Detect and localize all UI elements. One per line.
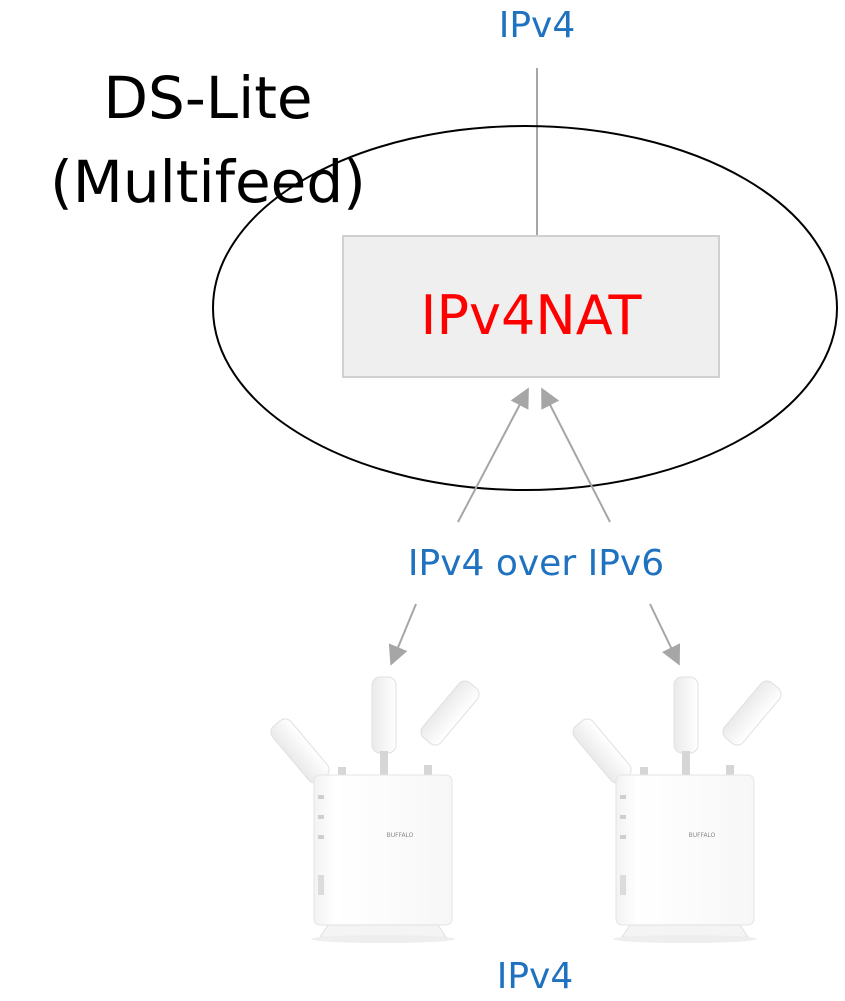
router-left-body xyxy=(313,774,453,926)
arrow-to-router-right xyxy=(649,603,681,666)
arrow-right-to-nat xyxy=(541,387,611,523)
router-left-antenna-middle xyxy=(371,676,397,777)
ipv4-top-label: IPv4 xyxy=(499,5,576,46)
arrow-left-to-nat xyxy=(457,387,529,523)
router-right-body xyxy=(615,774,755,926)
ipv4-over-ipv6-label: IPv4 over IPv6 xyxy=(408,543,664,584)
router-left: BUFFALO xyxy=(270,676,480,943)
router-right-brand: BUFFALO xyxy=(689,832,716,839)
router-right: BUFFALO xyxy=(572,676,782,943)
title-line-1: DS-Lite xyxy=(103,64,312,132)
router-right-antenna-right xyxy=(722,680,782,779)
router-right-antenna-middle xyxy=(673,676,699,777)
router-left-antenna-right xyxy=(420,680,480,779)
ipv4nat-box xyxy=(342,235,720,378)
arrow-to-router-left xyxy=(388,603,417,666)
router-right-stand xyxy=(621,924,749,938)
ipv4-bottom-label: IPv4 xyxy=(497,956,574,997)
provider-network-ellipse xyxy=(212,125,838,491)
router-left-stand xyxy=(319,924,447,938)
router-left-brand: BUFFALO xyxy=(387,832,414,839)
title-line-2: (Multifeed) xyxy=(50,148,366,216)
ipv4nat-label: IPv4NAT xyxy=(421,284,643,347)
